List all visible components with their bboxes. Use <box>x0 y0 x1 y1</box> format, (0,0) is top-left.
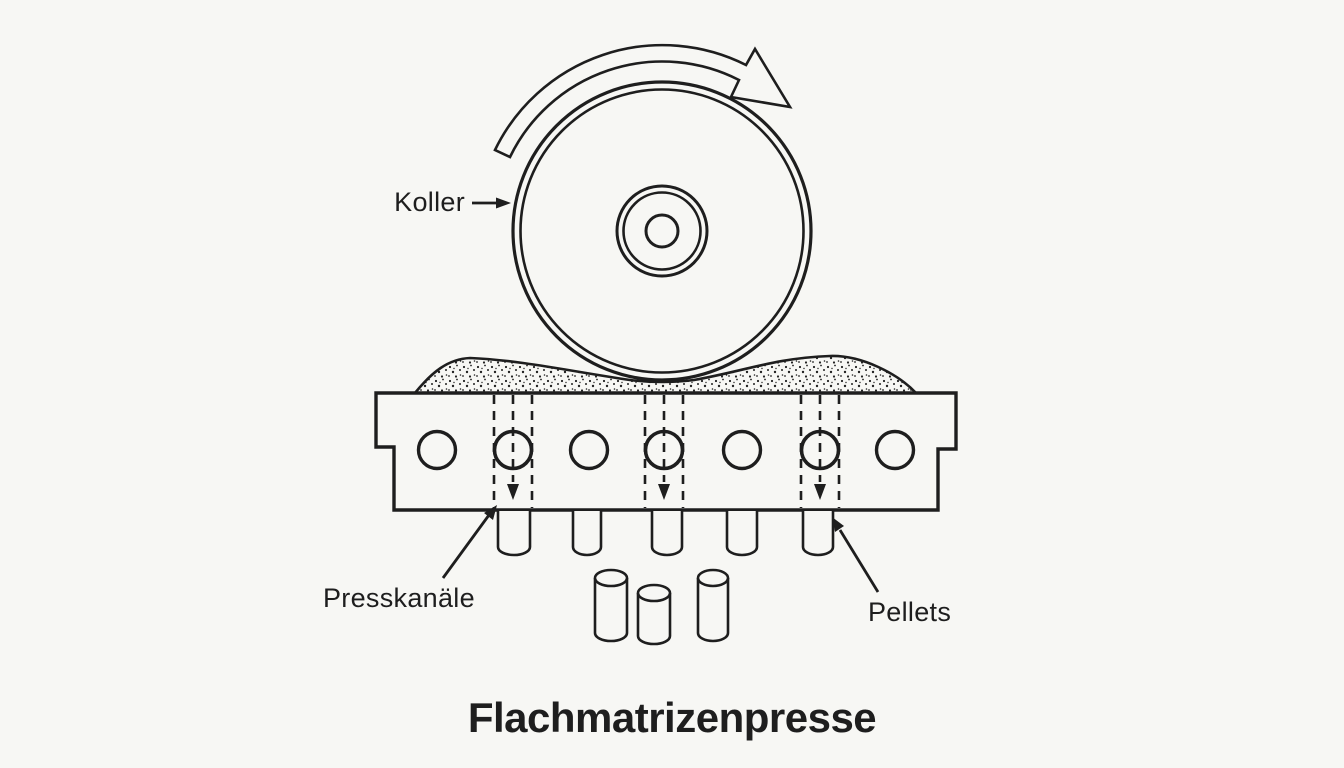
label-pointers <box>441 197 880 593</box>
pellet-in-channel <box>650 511 684 557</box>
diagram-title: Flachmatrizenpresse <box>467 694 877 741</box>
pellets-pointer-arrow <box>832 517 880 593</box>
flow-arrow-icon <box>814 484 826 500</box>
extruding-pellets <box>496 511 835 557</box>
falling-pellet <box>636 583 672 646</box>
pellet-body <box>636 593 672 646</box>
pointer-head-icon <box>484 505 497 520</box>
die-hole <box>721 429 763 471</box>
material-mound-fill <box>415 355 916 393</box>
die-hole <box>416 429 458 471</box>
roller-rim-inner <box>519 88 805 374</box>
falling-pellet <box>593 568 629 643</box>
roller-hub-inner <box>622 191 702 271</box>
pellet-in-channel <box>801 511 835 557</box>
pointer-head-icon <box>496 197 511 209</box>
material-mound-outline <box>413 354 917 394</box>
roller-hub-outer <box>615 184 709 278</box>
presskanaele-label: Presskanäle <box>323 583 475 613</box>
koller-label: Koller <box>394 187 465 217</box>
pellet-top <box>696 568 730 588</box>
flow-arrow-icon <box>658 484 670 500</box>
pellets-label: Pellets <box>868 597 952 627</box>
roller-wheel <box>511 80 813 382</box>
pointer-line <box>441 514 491 579</box>
pellet-body <box>696 578 730 643</box>
material-mound <box>413 354 917 394</box>
pellet-in-channel <box>571 511 603 557</box>
falling-pellet <box>696 568 730 643</box>
pellet-body <box>593 578 629 643</box>
pellet-top <box>593 568 629 588</box>
presskanaele-pointer-arrow <box>441 505 497 579</box>
pellet-in-channel <box>725 511 759 557</box>
press-channel <box>643 395 685 508</box>
rotation-arrow-icon <box>493 43 793 159</box>
roller-axle <box>644 213 680 249</box>
falling-pellets <box>593 568 730 646</box>
pointer-line <box>838 529 880 593</box>
press-channels <box>492 395 841 508</box>
die-hole <box>568 429 610 471</box>
flow-arrow-icon <box>507 484 519 500</box>
roller-rim-outer <box>511 80 813 382</box>
koller-pointer-arrow <box>472 197 511 209</box>
press-channel <box>492 395 534 508</box>
press-channel <box>799 395 841 508</box>
pellet-in-channel <box>496 511 532 557</box>
pellet-top <box>636 583 672 603</box>
pointer-head-icon <box>832 517 844 532</box>
die-hole <box>874 429 916 471</box>
